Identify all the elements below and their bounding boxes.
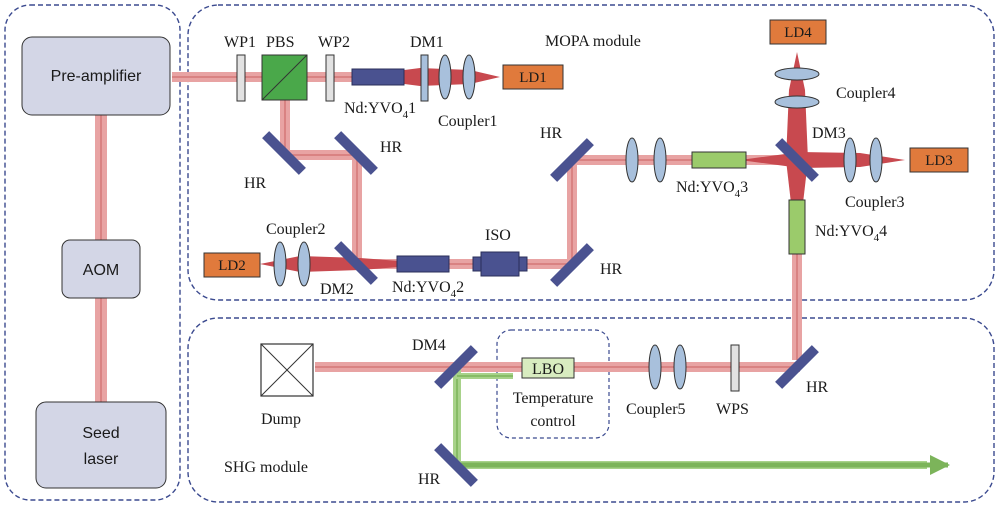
seed-laser-box [35,401,167,489]
seed-label-line1: Seed [82,425,119,442]
dm2-mirror [334,241,378,285]
iso-label: ISO [485,227,511,244]
hr-label-4: HR [600,261,623,278]
hr-label-2: HR [380,139,403,156]
hr-mirror-1 [262,131,306,175]
iso-end-right [518,256,528,272]
ld2-label: LD2 [218,258,246,274]
hr-label-1: HR [244,175,267,192]
temperature-label-line2: control [530,413,576,430]
dm3-mirror [775,138,819,182]
coupler5-lens-a [648,344,662,390]
hr-mirror-2 [334,131,378,175]
temperature-label-line1: Temperature [513,390,594,407]
iso-body [480,251,520,277]
hr-mirror-3 [550,138,594,182]
hr-label-3: HR [540,125,563,142]
coupler4-lens-a [774,67,820,81]
dump-label: Dump [261,411,301,428]
ld3-diode [909,147,969,173]
hr-mirror-6 [434,443,478,487]
coupler1-label: Coupler1 [438,113,498,130]
hr-mirror-5 [775,345,819,389]
wp1-plate [236,54,246,102]
dm4-mirror [434,345,478,389]
shg-module-title: SHG module [224,459,308,476]
coupler3-lens-a [843,137,857,183]
ld4-diode [769,19,827,45]
hr-mirror-4 [550,243,594,287]
preamp-label: Pre-amplifier [51,68,142,85]
dm3-label: DM3 [812,125,846,142]
coupler4-lens-b [774,95,820,109]
preamp-box [21,36,171,116]
coupler1-lens-a [438,54,452,100]
mopa-module-border [187,4,995,301]
iso-end-left [472,256,482,272]
dm2-label: DM2 [320,281,354,298]
ld4-label: LD4 [784,25,812,41]
crystal-3 [691,151,747,169]
aom-label: AOM [83,262,119,279]
ld1-label: LD1 [519,70,547,86]
shg-module-border [187,317,995,503]
crystal-4-label: Nd:YVO44 [815,223,887,244]
seed-label-line2: laser [84,451,119,468]
coupler5-label: Coupler5 [626,401,686,418]
coupler4-label: Coupler4 [836,85,896,102]
coupler5-lens-b [673,344,687,390]
dm1-label: DM1 [410,34,444,51]
crystal-3-label: Nd:YVO43 [676,179,748,200]
crystal-2 [396,255,450,273]
wps-plate [730,344,740,392]
hr-label-6: HR [418,471,441,488]
lbo-label: LBO [532,361,564,378]
coupler2-lens-b [297,241,311,287]
green-beam-path [453,366,950,475]
coupler3-lens-b [869,137,883,183]
pbs-label: PBS [266,34,294,51]
crystal-1-label: Nd:YVO41 [344,100,416,121]
wp2-plate [325,54,335,102]
crystal-1 [351,68,405,86]
ld1-diode [502,64,564,90]
lens-3b [653,137,667,183]
crystal-2-label: Nd:YVO42 [392,279,464,300]
coupler2-label: Coupler2 [266,221,326,238]
temperature-control-border [496,329,610,439]
wp2-label: WP2 [318,34,350,51]
ld2-diode [203,252,261,278]
ld3-label: LD3 [925,153,953,169]
lbo-crystal [521,357,575,379]
coupler1-lens-b [462,54,476,100]
coupler2-lens-a [273,241,287,287]
wps-label: WPS [716,401,749,418]
hr-label-5: HR [806,379,829,396]
aom-box [61,239,141,299]
lens-3a [625,137,639,183]
dm4-label: DM4 [412,337,446,354]
coupler3-label: Coupler3 [845,194,905,211]
wp1-label: WP1 [224,34,256,51]
mopa-module-title: MOPA module [545,33,641,50]
crystal-4 [788,199,806,255]
dm1-mirror [420,54,429,102]
left-module-border [4,4,181,501]
